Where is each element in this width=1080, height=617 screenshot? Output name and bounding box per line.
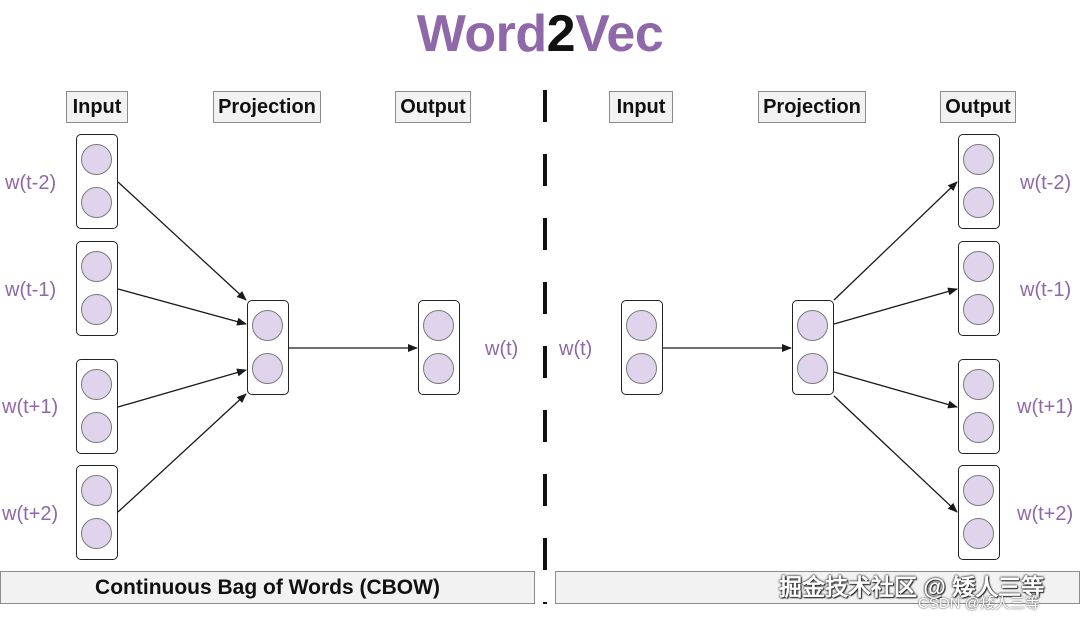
skipgram-output-vector-t-1 [958, 241, 1000, 336]
cbow-label-target: w(t) [485, 338, 519, 360]
skipgram-arrow-t-2 [833, 181, 958, 301]
cbow-label-t-1: w(t-1) [5, 279, 57, 301]
skipgram-label-t-2: w(t-2) [1020, 172, 1072, 194]
neuron [81, 144, 112, 175]
skipgram-output-header: Output [940, 91, 1016, 123]
cbow-label-t-2: w(t-2) [5, 172, 57, 194]
neuron [963, 294, 994, 325]
neuron [423, 310, 454, 341]
neuron [81, 187, 112, 218]
cbow-arrow-t-2 [117, 181, 247, 301]
skipgram-projection-vector [792, 300, 834, 395]
neuron [81, 518, 112, 549]
neuron [963, 144, 994, 175]
neuron [963, 187, 994, 218]
skipgram-output-vector-t-2 [958, 134, 1000, 229]
skipgram-label-t+1: w(t+1) [1017, 396, 1074, 418]
cbow-arrow-t-1 [117, 288, 247, 326]
neuron [626, 353, 657, 384]
skipgram-input-vector [621, 300, 663, 395]
neuron [81, 369, 112, 400]
neuron [252, 353, 283, 384]
neuron [963, 475, 994, 506]
cbow-input-vector-t-1 [76, 241, 118, 336]
watermark-secondary: CSDN @矮人三等 [918, 595, 1040, 612]
cbow-projection-vector [247, 300, 289, 395]
skipgram-label-target: w(t) [559, 338, 593, 360]
cbow-input-vector-t+2 [76, 465, 118, 560]
neuron [963, 369, 994, 400]
skipgram-label-t-1: w(t-1) [1020, 279, 1072, 301]
neuron [963, 251, 994, 282]
cbow-label-t+2: w(t+2) [2, 503, 59, 525]
neuron [81, 475, 112, 506]
diagram-title: Word2Vec [0, 2, 1080, 66]
skipgram-label-t+2: w(t+2) [1017, 503, 1074, 525]
neuron [797, 310, 828, 341]
skipgram-projection-header: Projection [758, 91, 866, 123]
title-two: 2 [546, 5, 576, 63]
cbow-input-header: Input [66, 91, 128, 123]
neuron [963, 412, 994, 443]
skipgram-output-vector-t+2 [958, 465, 1000, 560]
cbow-output-header: Output [395, 91, 471, 123]
cbow-label-t+1: w(t+1) [2, 396, 59, 418]
title-word: Word [416, 5, 547, 63]
cbow-input-vector-t-2 [76, 134, 118, 229]
cbow-arrow-t+1 [117, 368, 247, 408]
cbow-footer: Continuous Bag of Words (CBOW) [0, 571, 535, 604]
watermark-primary: 掘金技术社区 @ 矮人三等 [779, 574, 1045, 600]
neuron [81, 294, 112, 325]
neuron [81, 251, 112, 282]
neuron [81, 412, 112, 443]
cbow-input-vector-t+1 [76, 359, 118, 454]
skipgram-arrow-t-1 [833, 287, 958, 325]
cbow-projection-header: Projection [213, 91, 321, 123]
skipgram-input-header: Input [609, 91, 673, 123]
title-vec: Vec [575, 5, 664, 63]
neuron [963, 518, 994, 549]
skipgram-arrow-t+2 [833, 395, 958, 513]
skipgram-footer [555, 571, 1080, 604]
cbow-arrow-t+2 [117, 393, 247, 513]
skipgram-output-vector-t+1 [958, 359, 1000, 454]
neuron [797, 353, 828, 384]
skipgram-arrow-t+1 [833, 371, 958, 409]
neuron [423, 353, 454, 384]
neuron [626, 310, 657, 341]
cbow-output-vector [418, 300, 460, 395]
neuron [252, 310, 283, 341]
